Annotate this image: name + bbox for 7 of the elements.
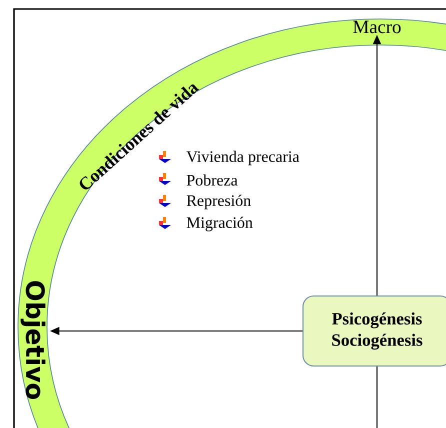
band-label: Macro xyxy=(353,20,401,34)
list-item: Pobreza xyxy=(186,174,238,186)
band-label: Objetivo xyxy=(20,281,46,400)
list-item: Vivienda precaria xyxy=(186,150,300,166)
list-item: Migración xyxy=(186,216,253,232)
process-box: Psicogénesis Sociogénesis xyxy=(302,295,446,367)
list-item: Represión xyxy=(186,194,251,210)
